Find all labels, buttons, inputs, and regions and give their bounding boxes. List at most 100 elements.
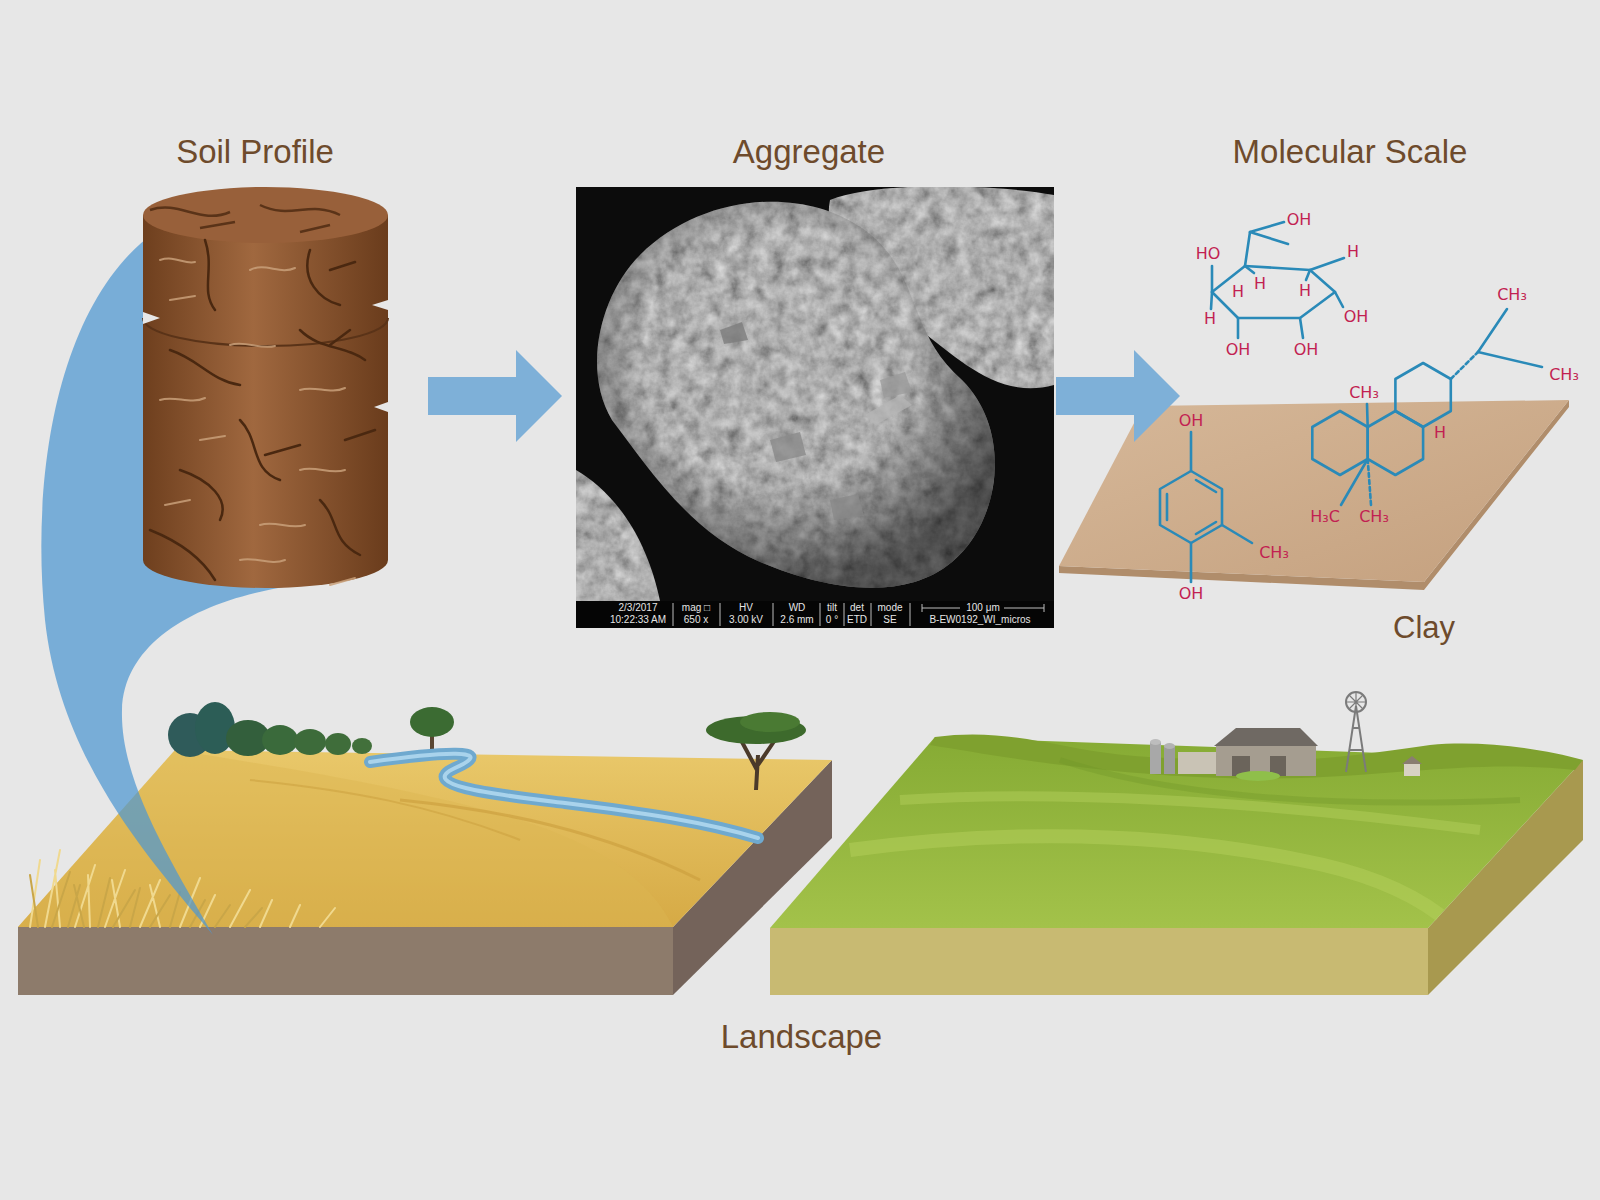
glucose-molecule-part xyxy=(1250,232,1288,244)
sem-info: 10:22:33 AM xyxy=(610,615,666,625)
tree-line xyxy=(168,702,372,757)
sem-info: ETD xyxy=(847,615,867,625)
tree-line-part xyxy=(352,738,372,754)
atom-label: H xyxy=(1434,425,1446,441)
atom-label: H xyxy=(1232,284,1244,300)
sem-micrograph-part-part xyxy=(922,604,923,612)
atom-label: H₃C xyxy=(1310,509,1340,525)
farm-buildings-part xyxy=(1150,742,1161,774)
soil-core-part-part xyxy=(150,430,375,580)
tree-line-part xyxy=(325,733,351,755)
glucose-molecule-part xyxy=(1211,292,1212,309)
farm-buildings-part xyxy=(1236,771,1280,781)
farmland-block-part xyxy=(850,836,1440,915)
atom-label: CH₃ xyxy=(1259,545,1289,561)
windmill-part xyxy=(1346,706,1366,772)
atom-label: HO xyxy=(1196,246,1221,262)
sem-micrograph-part-part xyxy=(820,603,821,626)
sem-info: det xyxy=(850,603,864,613)
scale-arrow xyxy=(1056,350,1180,442)
material-label: Clay xyxy=(1393,612,1455,643)
tree xyxy=(410,707,454,755)
sem-info: HV xyxy=(739,603,753,613)
terpene-molecule-part xyxy=(1312,411,1367,475)
sem-info: mode xyxy=(877,603,902,613)
atom-label: H xyxy=(1299,283,1311,299)
sem-micrograph-part-part xyxy=(773,603,774,626)
sem-micrograph-part-part xyxy=(880,372,912,398)
grassland-block-part xyxy=(18,927,673,995)
terpene-molecule xyxy=(1312,309,1542,505)
atom-label: H xyxy=(1347,244,1359,260)
soil-core xyxy=(143,187,388,588)
aggregate-panel: Aggregate xyxy=(562,120,1056,630)
atom-label: OH xyxy=(1344,309,1369,325)
scale-heading: Molecular Scale xyxy=(1180,132,1520,172)
windmill-part xyxy=(1346,692,1366,712)
sem-info: 0 ° xyxy=(826,615,838,625)
glucose-molecule-part xyxy=(1245,266,1254,273)
sem-info: 650 x xyxy=(684,615,708,625)
farm-buildings-part xyxy=(1214,728,1318,746)
grass-tufts-part xyxy=(30,872,262,927)
sem-info: B-EW0192_WI_micros xyxy=(929,615,1030,625)
sem-info: 2/3/2017 xyxy=(619,603,658,613)
terpene-molecule-part xyxy=(1368,459,1371,505)
soil-core-part-part xyxy=(160,344,345,401)
farm-buildings xyxy=(1150,728,1422,781)
sem-micrograph-part-part xyxy=(770,432,806,462)
sem-info: 3.00 kV xyxy=(729,615,763,625)
farm-buildings-part xyxy=(1164,746,1175,774)
soil-core-part xyxy=(372,300,388,310)
tree-line-part xyxy=(262,725,298,755)
scale-heading: Soil Profile xyxy=(82,132,428,172)
soil-core-part xyxy=(143,312,160,324)
atom-label: OH xyxy=(1179,413,1204,429)
terpene-molecule-part xyxy=(1395,363,1450,427)
glucose-molecule-part xyxy=(1306,270,1310,280)
glucose-molecule xyxy=(1211,222,1344,338)
glucose-molecule-part xyxy=(1237,318,1240,338)
windmill xyxy=(1346,692,1366,772)
soil-profile-panel: Soil Profile xyxy=(82,120,428,600)
terpene-molecule-part xyxy=(1478,309,1507,352)
sem-micrograph-part-part xyxy=(597,202,995,588)
sem-micrograph-part-part xyxy=(720,322,748,344)
atom-label: CH₃ xyxy=(1549,367,1579,383)
terpene-molecule-part xyxy=(1478,352,1542,367)
tree-part xyxy=(410,707,454,737)
sem-micrograph-part-part xyxy=(922,608,960,609)
soil-core-part-part xyxy=(170,330,365,385)
molecular-scale-panel: Molecular Scale xyxy=(1180,120,1520,600)
farmland-block-part xyxy=(770,928,1428,995)
sem-info: mag □ xyxy=(682,603,710,613)
sem-micrograph-part-part xyxy=(830,494,864,520)
soil-core-part xyxy=(143,215,388,588)
sem-micrograph-part-part xyxy=(910,603,911,626)
phenol-molecule xyxy=(1160,432,1252,582)
sem-micrograph-part-part xyxy=(844,603,845,626)
sem-micrograph-part-part xyxy=(720,603,721,626)
sem-micrograph-part-part xyxy=(1044,604,1045,612)
acacia-tree xyxy=(706,712,806,790)
farm-buildings-part xyxy=(1178,752,1216,774)
sem-micrograph-part-part xyxy=(576,470,660,601)
sem-info: tilt xyxy=(827,603,837,613)
atom-label: OH xyxy=(1226,342,1251,358)
glucose-molecule-part xyxy=(1300,318,1303,338)
farm-buildings-part xyxy=(1150,739,1161,745)
terpene-molecule-part xyxy=(1451,352,1478,379)
atom-label: OH xyxy=(1294,342,1319,358)
farm-buildings-part xyxy=(1164,743,1175,749)
phenol-molecule-part xyxy=(1167,480,1216,534)
tree-line-part xyxy=(294,729,326,755)
sem-micrograph-part xyxy=(673,603,1044,626)
windmill-part xyxy=(1346,692,1366,712)
glucose-molecule-part xyxy=(1212,266,1335,318)
grassland-block-part xyxy=(370,754,758,838)
soil-core-part-part xyxy=(240,559,355,585)
sem-info: 2.6 mm xyxy=(780,615,813,625)
soil-core-part-part xyxy=(205,240,355,310)
